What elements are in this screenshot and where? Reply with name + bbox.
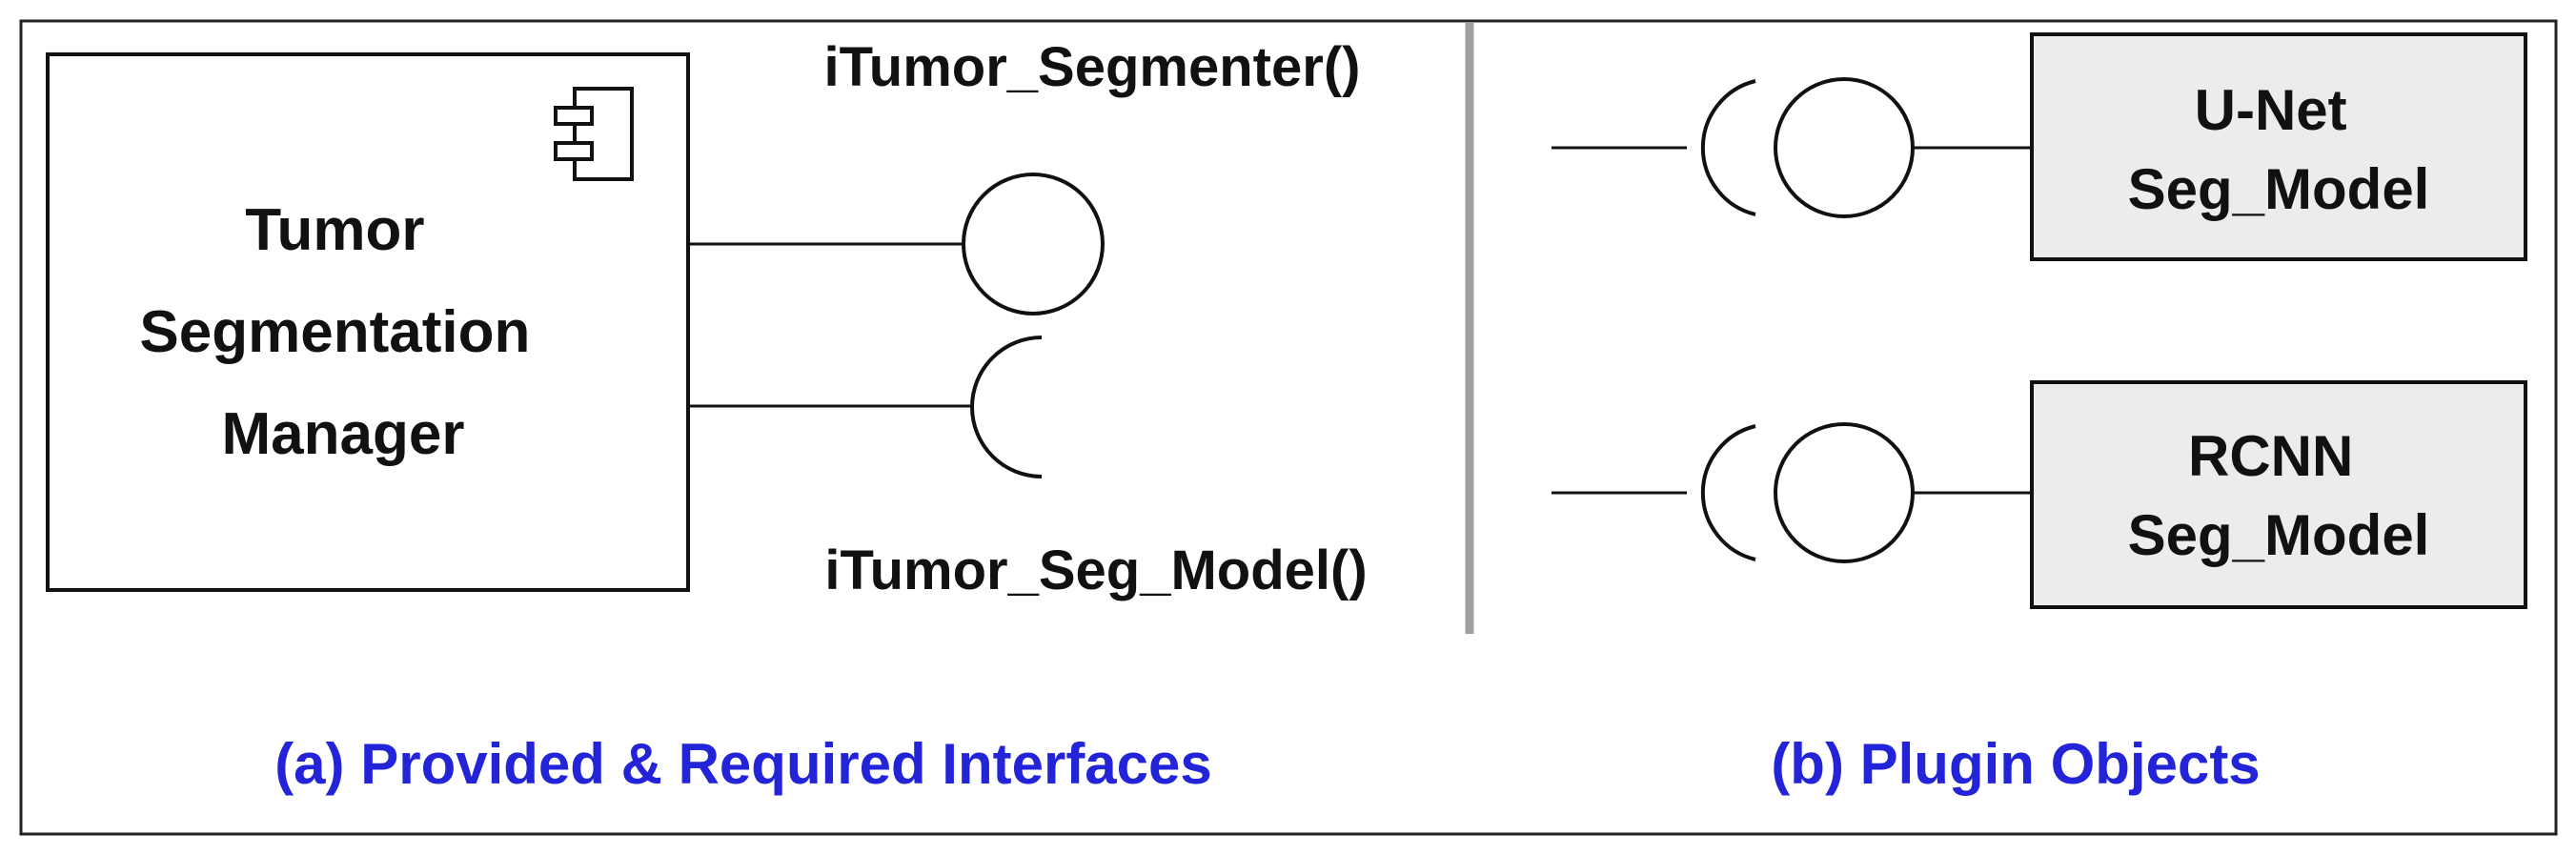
caption-left: (a) Provided & Required Interfaces bbox=[274, 732, 1212, 796]
plugin-rcnn-socket bbox=[1700, 424, 1756, 561]
component-icon bbox=[554, 87, 634, 181]
plugin-unet-line-2: Seg_Model bbox=[2128, 157, 2430, 221]
component-name-line-2: Segmentation bbox=[139, 299, 530, 365]
component-name-line-1: Tumor bbox=[245, 197, 424, 263]
plugin-rcnn-line-1: RCNN bbox=[2188, 424, 2353, 488]
svg-text:U-Net Seg_Model: U-Net Seg_Model bbox=[2128, 78, 2430, 221]
plugin-unet-box bbox=[2030, 32, 2527, 261]
svg-text:Tumor Segmentation: Tumor Segmentation Manager bbox=[139, 197, 546, 467]
plugin-unet-socket bbox=[1700, 79, 1756, 216]
component-name-line-3: Manager bbox=[222, 401, 465, 467]
plugin-rcnn-box bbox=[2030, 380, 2527, 609]
plugin-unet-ball bbox=[1774, 77, 1915, 218]
plugin-rcnn-ball bbox=[1774, 422, 1915, 563]
panel-a: Tumor Segmentation Manager iTumor_Segmen… bbox=[46, 36, 1368, 796]
panel-b: U-Net Seg_Model RCNN Seg_Model (b) Plugi… bbox=[1552, 32, 2527, 796]
provided-interface-ball bbox=[962, 173, 1105, 316]
provided-interface-label: iTumor_Segmenter() bbox=[824, 36, 1361, 98]
plugin-unet-line-1: U-Net bbox=[2195, 78, 2347, 142]
required-interface-label: iTumor_Seg_Model() bbox=[824, 539, 1367, 601]
plugin-rcnn: RCNN Seg_Model bbox=[1552, 380, 2527, 609]
svg-text:RCNN Seg_Model: RCNN Seg_Model bbox=[2128, 424, 2430, 567]
required-interface-socket bbox=[970, 336, 1043, 478]
caption-right: (b) Plugin Objects bbox=[1771, 732, 2260, 796]
plugin-rcnn-line-2: Seg_Model bbox=[2128, 503, 2430, 567]
plugin-unet: U-Net Seg_Model bbox=[1552, 32, 2527, 261]
